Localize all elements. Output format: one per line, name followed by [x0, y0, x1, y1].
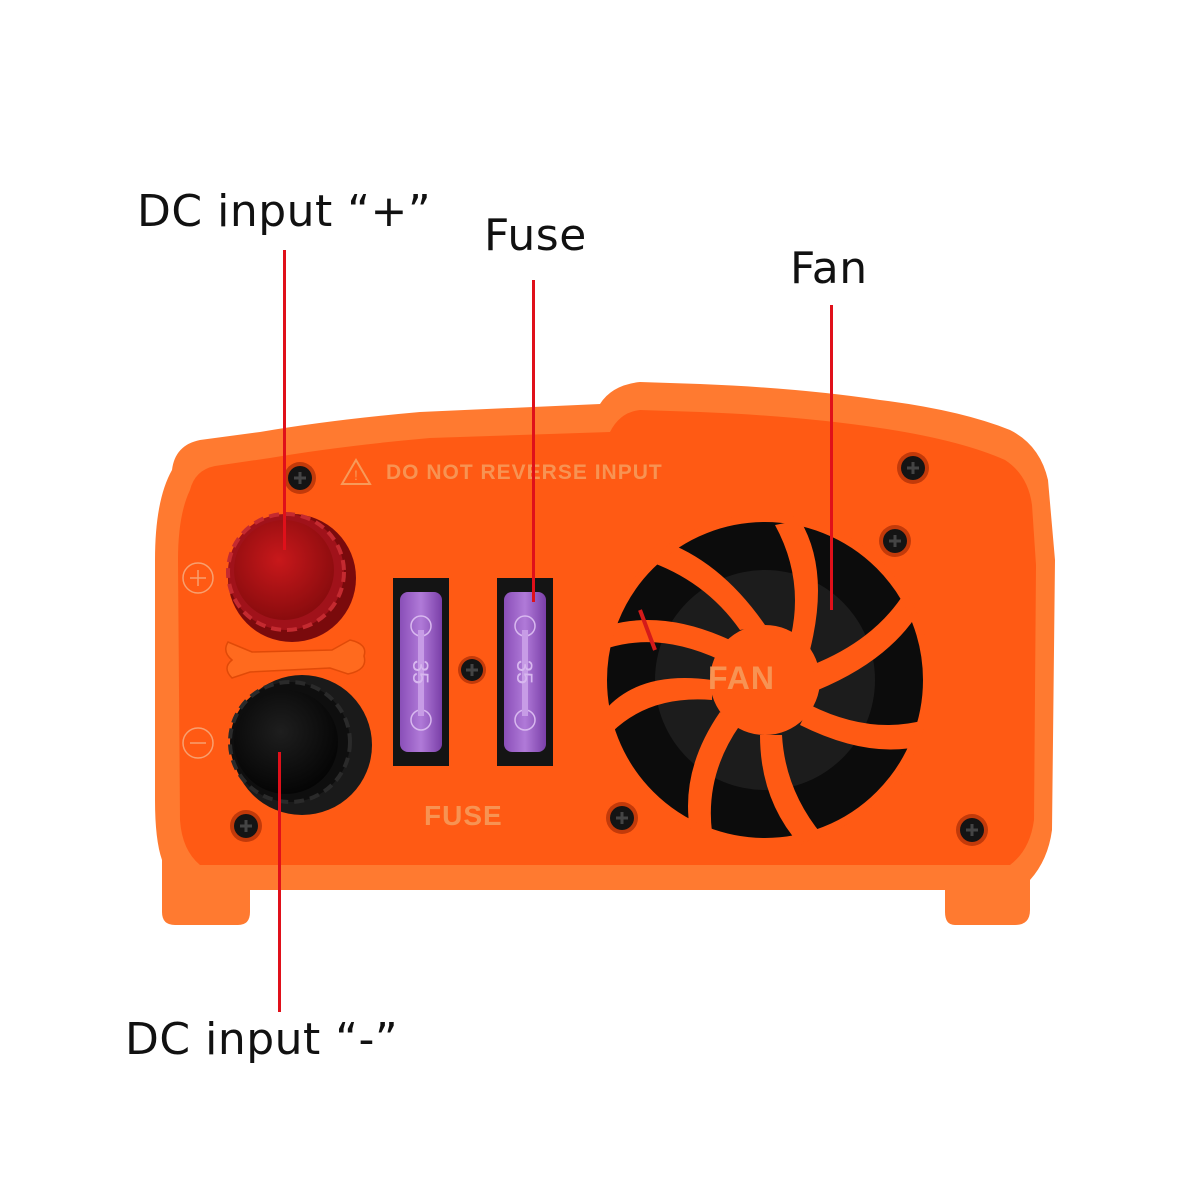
fuse-marking: FUSE — [424, 800, 503, 831]
screw-icon — [897, 452, 929, 484]
warning-text: DO NOT REVERSE INPUT — [386, 461, 663, 484]
leader-line-fuse — [532, 280, 535, 602]
label-fan: Fan — [790, 243, 868, 294]
screw-icon — [230, 810, 262, 842]
dc-minus-terminal — [228, 675, 372, 815]
screw-icon — [606, 802, 638, 834]
leader-line-dc-minus — [278, 752, 281, 1012]
screw-icon — [956, 814, 988, 846]
fan-marking: FAN — [708, 660, 775, 696]
label-dc-input-minus: DC input “-” — [125, 1014, 399, 1065]
label-dc-input-plus: DC input “+” — [137, 186, 432, 237]
fuse-slot-left — [393, 578, 449, 766]
terminal-bridge — [225, 639, 366, 679]
plus-polarity-icon — [182, 562, 214, 594]
leader-line-fan — [830, 305, 833, 610]
leader-line-dc-plus — [283, 250, 286, 550]
label-fuse: Fuse — [484, 210, 587, 261]
fuse-value-left: 35 — [408, 660, 433, 684]
fuse-value-right: 35 — [512, 660, 537, 684]
minus-polarity-icon — [182, 727, 214, 759]
screw-icon — [284, 462, 316, 494]
screw-icon — [458, 656, 486, 684]
warning-icon — [340, 458, 372, 485]
dc-plus-terminal — [226, 512, 356, 642]
fuse-slot-right — [497, 578, 553, 766]
screw-icon — [879, 525, 911, 557]
svg-text:!: ! — [354, 467, 358, 483]
fan-grille — [599, 514, 931, 846]
